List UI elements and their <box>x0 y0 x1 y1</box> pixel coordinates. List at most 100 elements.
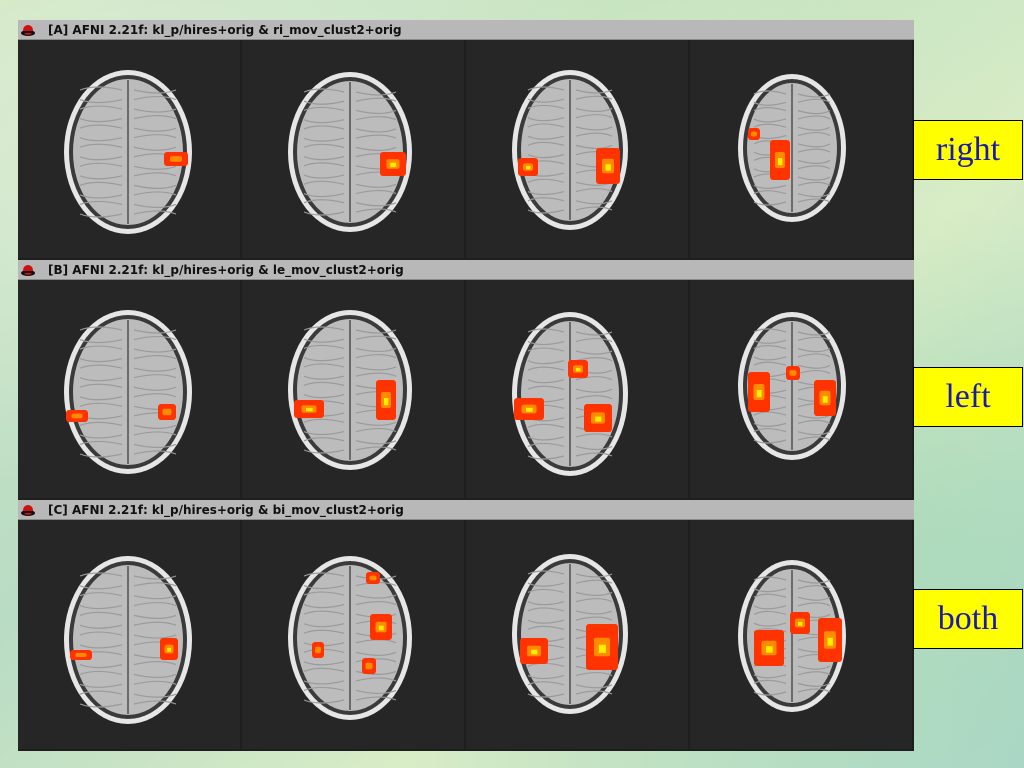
sulcus <box>303 116 397 124</box>
sulcus <box>79 450 177 458</box>
sulcus <box>303 446 397 454</box>
sulcus <box>79 440 177 449</box>
sulcus <box>753 345 831 353</box>
sulcus <box>527 597 613 605</box>
sulcus <box>527 337 613 346</box>
sulcus <box>303 437 397 445</box>
brain-slice <box>242 520 464 749</box>
sulcus <box>303 657 397 665</box>
sulcus <box>79 86 177 94</box>
brain-slices-row <box>18 40 914 260</box>
sulcus <box>753 670 831 678</box>
label-right: right <box>913 120 1023 180</box>
sulcus <box>527 588 613 596</box>
sulcus <box>527 206 613 214</box>
brain-slice <box>18 520 240 749</box>
sulcus <box>79 172 177 180</box>
sulcus <box>303 143 397 151</box>
sulcus <box>753 90 831 98</box>
sulcus <box>303 354 397 362</box>
sulcus <box>303 344 397 353</box>
activation-peak <box>756 390 762 398</box>
activation-core <box>162 408 172 416</box>
activation-peak <box>598 644 606 653</box>
window-titlebar[interactable]: [A] AFNI 2.21f: kl_p/hires+orig & ri_mov… <box>18 20 914 40</box>
sulcus <box>753 98 831 106</box>
sulcus <box>79 181 177 189</box>
window-title: [C] AFNI 2.21f: kl_p/hires+orig & bi_mov… <box>48 502 404 517</box>
sulcus <box>527 123 613 131</box>
sulcus <box>527 385 613 393</box>
sulcus <box>527 689 613 698</box>
sulcus <box>753 593 831 601</box>
sulcus <box>79 630 177 639</box>
brain-slice <box>18 280 240 498</box>
brain-slices-row <box>18 280 914 500</box>
activation-peak <box>306 408 313 412</box>
sulcus <box>79 431 177 439</box>
brain-slice <box>690 40 912 258</box>
sulcus <box>303 686 397 694</box>
sulcus <box>79 335 177 344</box>
sulcus <box>303 363 397 371</box>
label-both: both <box>913 589 1023 649</box>
sulcus <box>79 660 177 668</box>
activation-peak <box>576 368 581 372</box>
sulcus <box>79 95 177 104</box>
sulcus <box>527 606 613 615</box>
activation-core <box>71 413 83 419</box>
sulcus <box>79 621 177 629</box>
sulcus <box>303 676 397 685</box>
activation-core <box>170 156 182 162</box>
activation-peak <box>778 158 783 166</box>
activation-peak <box>822 396 828 403</box>
label-text: left <box>945 378 991 415</box>
sulcus <box>527 452 613 460</box>
sulcus <box>79 611 177 619</box>
sulcus <box>79 670 177 678</box>
sulcus <box>753 336 831 344</box>
sulcus <box>753 584 831 592</box>
sulcus <box>527 680 613 688</box>
sulcus <box>527 197 613 205</box>
sulcus <box>527 187 613 196</box>
sulcus <box>303 189 397 198</box>
label-left: left <box>913 367 1023 427</box>
afni-window-b: [B] AFNI 2.21f: kl_p/hires+orig & le_mov… <box>18 260 914 500</box>
label-text: right <box>935 131 1001 168</box>
sulcus <box>753 181 831 189</box>
label-text: both <box>937 600 999 637</box>
brain-slice <box>466 520 688 749</box>
brain-slice <box>690 520 912 749</box>
activation-peak <box>384 398 389 406</box>
window-titlebar[interactable]: [C] AFNI 2.21f: kl_p/hires+orig & bi_mov… <box>18 500 914 520</box>
sulcus <box>79 690 177 698</box>
sulcus <box>527 114 613 122</box>
sulcus <box>303 418 397 426</box>
sulcus <box>303 667 397 675</box>
sulcus <box>527 376 613 384</box>
sulcus <box>79 124 177 132</box>
activation-peak <box>531 649 538 654</box>
activation-peak <box>390 162 397 168</box>
sulcus <box>527 95 613 103</box>
sulcus <box>753 190 831 198</box>
sulcus <box>753 687 831 696</box>
activation-peak <box>167 647 172 652</box>
sulcus <box>753 361 831 369</box>
activation-peak <box>378 625 384 630</box>
sulcus <box>753 107 831 115</box>
window-titlebar[interactable]: [B] AFNI 2.21f: kl_p/hires+orig & le_mov… <box>18 260 914 280</box>
sulcus <box>79 210 177 218</box>
red-hat-icon <box>20 502 36 518</box>
sulcus <box>303 326 397 334</box>
sulcus <box>527 616 613 624</box>
brain-slices-row <box>18 520 914 751</box>
sulcus <box>527 671 613 679</box>
afni-image-panel: [A] AFNI 2.21f: kl_p/hires+orig & ri_mov… <box>18 20 914 751</box>
sulcus <box>79 191 177 199</box>
window-title: [B] AFNI 2.21f: kl_p/hires+orig & le_mov… <box>48 262 404 277</box>
sulcus <box>527 104 613 113</box>
sulcus <box>303 335 397 343</box>
red-hat-icon <box>20 22 36 38</box>
